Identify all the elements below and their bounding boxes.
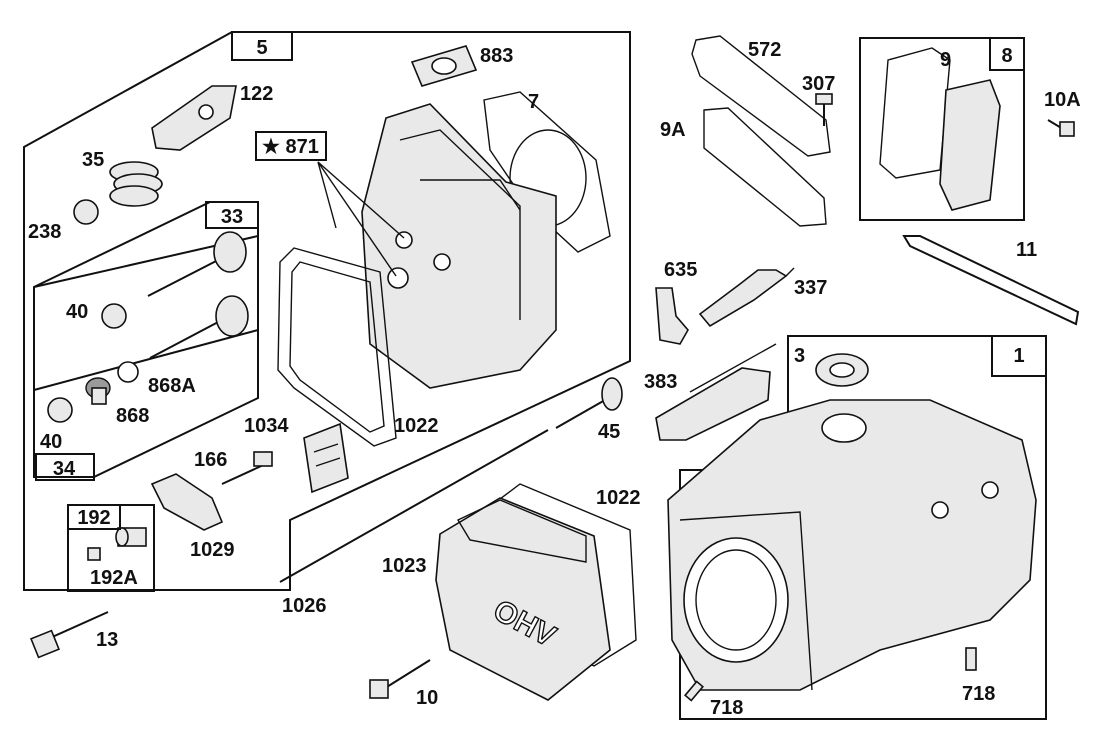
- callout-40-lower: 40: [40, 431, 62, 453]
- part-9-gasket: [879, 47, 951, 179]
- callout-35: 35: [82, 149, 104, 171]
- part-718-pin-right: [965, 647, 977, 671]
- callout-868: 868: [116, 405, 149, 427]
- callout-718-left: 718: [710, 697, 743, 719]
- callout-10: 10: [416, 687, 438, 709]
- callout-34: 34: [53, 458, 76, 480]
- part-572-gasket: [691, 35, 831, 157]
- callout-192A: 192A: [90, 567, 138, 589]
- part-40-keeper-lower: [47, 397, 73, 423]
- callout-1022-upper: 1022: [394, 415, 439, 437]
- part-35-spring: [109, 161, 163, 207]
- tag-871-frame: [255, 131, 327, 161]
- part-10-bolt: [369, 659, 431, 699]
- part-122-bracket: [151, 85, 237, 151]
- callout-7: 7: [528, 91, 539, 113]
- part-718-pin-left: [684, 680, 704, 702]
- part-307-screw: [815, 93, 833, 126]
- part-10A-screw: [1047, 119, 1075, 137]
- part-238-cap: [73, 199, 99, 225]
- tag-5-frame: [231, 31, 293, 61]
- callout-337: 337: [794, 277, 827, 299]
- part-3-seal: [815, 353, 869, 387]
- callout-9A: 9A: [660, 119, 686, 141]
- callout-5: 5: [256, 37, 267, 59]
- part-cylinder-head: [361, 103, 557, 389]
- callout-10A: 10A: [1044, 89, 1081, 111]
- part-11-dipstick-tube: [902, 235, 1080, 326]
- part-383-breather: [655, 343, 777, 441]
- callout-718-right: 718: [962, 683, 995, 705]
- callout-868A: 868A: [148, 375, 196, 397]
- part-13-bolt: [30, 611, 109, 659]
- callout-238: 238: [28, 221, 61, 243]
- tag-1-frame: [991, 335, 1047, 377]
- part-45-tube: [555, 377, 623, 429]
- callout-307: 307: [802, 73, 835, 95]
- callout-11: 11: [1016, 239, 1037, 261]
- part-1029-rocker: [150, 473, 224, 531]
- callout-1029: 1029: [190, 539, 235, 561]
- part-9A-gasket: [703, 107, 827, 227]
- callout-883: 883: [480, 45, 513, 67]
- callout-1034: 1034: [244, 415, 289, 437]
- part-1022-gasket-upper: [277, 247, 397, 447]
- tag-34-frame: [35, 453, 95, 481]
- part-635-boot: [655, 287, 689, 345]
- callout-40-upper: 40: [66, 301, 88, 323]
- part-192-pivot: [115, 527, 147, 547]
- part-883-gasket: [410, 45, 478, 87]
- callout-1023: 1023: [382, 555, 427, 577]
- callout-33: 33: [221, 206, 243, 228]
- part-8-cover: [939, 79, 1001, 211]
- group-8-9-outline: [859, 37, 1025, 221]
- part-1-engine-block: [667, 399, 1037, 691]
- callout-45: 45: [598, 421, 620, 443]
- part-868A-washer: [117, 361, 139, 383]
- part-337-spark-plug: [698, 267, 795, 328]
- callout-871: ★ 871: [262, 136, 319, 158]
- part-868-seal: [85, 377, 111, 405]
- part-166-stud: [221, 451, 273, 485]
- callout-166: 166: [194, 449, 227, 471]
- part-192A-nut: [87, 547, 101, 561]
- tag-8-frame: [989, 37, 1025, 71]
- callout-572: 572: [748, 39, 781, 61]
- tag-33-frame: [205, 201, 259, 229]
- callout-9: 9: [940, 49, 951, 71]
- callout-635: 635: [664, 259, 697, 281]
- part-33-valve-upper: [147, 231, 247, 297]
- callout-1026: 1026: [282, 595, 327, 617]
- callout-122: 122: [240, 83, 273, 105]
- callout-1: 1: [1013, 345, 1024, 367]
- callout-192: 192: [77, 507, 110, 529]
- callout-383: 383: [644, 371, 677, 393]
- callout-3: 3: [794, 345, 805, 367]
- part-1034-plate: [303, 422, 349, 494]
- tag-192-frame: [67, 504, 121, 530]
- part-1023-valve-cover: [435, 497, 611, 701]
- callout-1022-lower: 1022: [596, 487, 641, 509]
- part-33-valve-lower: [149, 295, 249, 359]
- callout-8: 8: [1001, 45, 1012, 67]
- callout-13: 13: [96, 629, 118, 651]
- part-1026-pushrod: [279, 429, 549, 583]
- part-40-keeper-upper: [101, 303, 127, 329]
